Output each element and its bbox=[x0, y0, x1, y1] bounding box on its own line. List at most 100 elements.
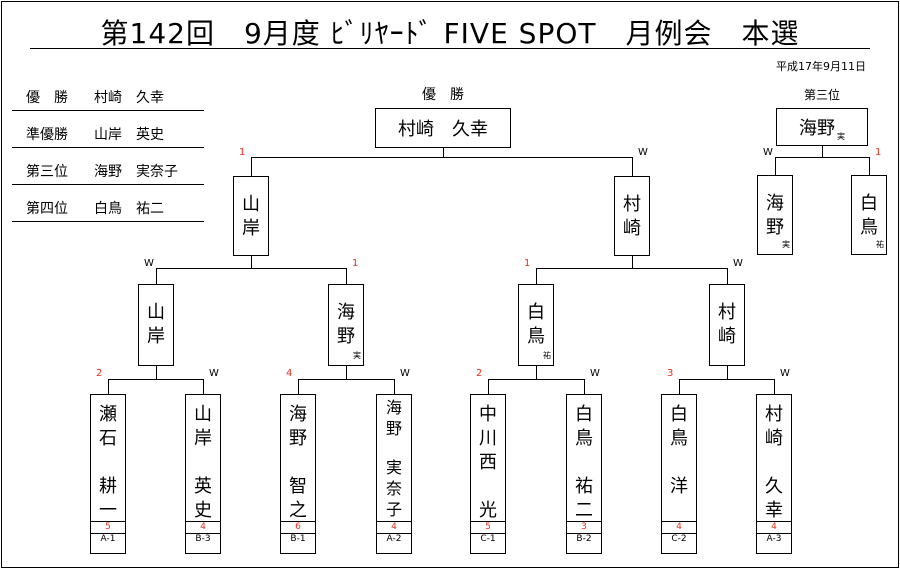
semi-2-sub: 実 bbox=[353, 351, 361, 360]
semi-3-name: 白 鳥 bbox=[527, 302, 545, 347]
bracket-line bbox=[488, 379, 489, 395]
player-8-score: 4 bbox=[757, 521, 791, 533]
player-3-score: 6 bbox=[281, 521, 315, 533]
semi-2-mark: 1 bbox=[352, 258, 359, 269]
bracket-line bbox=[727, 366, 728, 379]
result-rank: 第三位 bbox=[26, 164, 68, 180]
result-rank: 第四位 bbox=[26, 201, 68, 217]
result-name: 白鳥 祐二 bbox=[94, 201, 164, 217]
player-5-box: 中 川 西 光 5 C-1 bbox=[470, 394, 506, 554]
player-7-score: 4 bbox=[662, 521, 696, 533]
third-right-sub: 祐 bbox=[876, 240, 884, 249]
bracket-line bbox=[727, 268, 728, 285]
result-name: 海野 実奈子 bbox=[94, 164, 178, 180]
player-3-seed: B-1 bbox=[281, 533, 315, 545]
result-row-2: 準優勝 山岸 英史 bbox=[12, 125, 204, 148]
player-6-seed: B-2 bbox=[567, 533, 601, 545]
semi-4-box: 村 崎 bbox=[709, 284, 745, 366]
result-row-3: 第三位 海野 実奈子 bbox=[12, 162, 204, 185]
semi-3-box: 白 鳥 祐 bbox=[518, 284, 554, 366]
bracket-line bbox=[108, 379, 204, 380]
third-place-sub: 実 bbox=[837, 132, 845, 141]
page-title: 第142回 9月度 ﾋﾞﾘﾔｰﾄﾞ FIVE SPOT 月例会 本選 bbox=[100, 17, 800, 50]
player-4-score: 4 bbox=[377, 521, 411, 533]
player-5-name: 中 川 西 光 bbox=[479, 404, 497, 521]
result-row-1: 優 勝 村崎 久幸 bbox=[12, 88, 204, 111]
semi-3-mark: 1 bbox=[524, 258, 531, 269]
result-rank: 準優勝 bbox=[26, 127, 68, 143]
title-underline bbox=[30, 48, 870, 49]
finalist-right-box: 村 崎 bbox=[614, 176, 650, 256]
semi-1-mark: W bbox=[144, 258, 154, 269]
bracket-line bbox=[822, 146, 823, 157]
player-8-box: 村 崎 久 幸 4 A-3 bbox=[756, 394, 792, 554]
player-4-name: 海 野 実 奈 子 bbox=[385, 398, 402, 519]
player-1-seed: A-1 bbox=[91, 533, 125, 545]
player-3-box: 海 野 智 之 6 B-1 bbox=[280, 394, 316, 554]
player-3-mark: 4 bbox=[286, 368, 293, 379]
bracket-line bbox=[156, 268, 157, 285]
bracket-line bbox=[536, 366, 537, 379]
player-1-mark: 2 bbox=[96, 368, 103, 379]
player-4-mark: W bbox=[400, 368, 410, 379]
player-1-name: 瀬 石 耕 一 bbox=[99, 404, 117, 521]
third-right-mark: 1 bbox=[875, 147, 882, 158]
semi-2-box: 海 野 実 bbox=[328, 284, 364, 366]
bracket-line bbox=[156, 366, 157, 379]
finalist-left-box: 山 岸 bbox=[233, 176, 269, 256]
bracket-line bbox=[346, 366, 347, 379]
player-2-seed: B-3 bbox=[186, 533, 220, 545]
player-5-mark: 2 bbox=[476, 368, 483, 379]
finalist-left-name: 山 岸 bbox=[242, 194, 260, 239]
player-2-mark: W bbox=[209, 368, 219, 379]
bracket-line bbox=[298, 379, 299, 395]
player-1-box: 瀬 石 耕 一 5 A-1 bbox=[90, 394, 126, 554]
third-left-box: 海 野 実 bbox=[757, 175, 793, 255]
result-name: 村崎 久幸 bbox=[94, 90, 164, 106]
bracket-line bbox=[679, 379, 775, 380]
third-right-box: 白 鳥 祐 bbox=[851, 175, 887, 255]
player-8-name: 村 崎 久 幸 bbox=[765, 404, 783, 521]
event-date: 平成17年9月11日 bbox=[776, 60, 866, 73]
bracket-line bbox=[488, 379, 585, 380]
third-left-mark: W bbox=[763, 147, 773, 158]
player-6-name: 白 鳥 祐 二 bbox=[575, 404, 593, 521]
semi-1-name: 山 岸 bbox=[147, 302, 165, 347]
champion-box: 村崎 久幸 bbox=[375, 108, 511, 148]
result-row-4: 第四位 白鳥 祐二 bbox=[12, 199, 204, 222]
champion-name: 村崎 久幸 bbox=[398, 119, 488, 140]
player-1-score: 5 bbox=[91, 521, 125, 533]
champion-header: 優 勝 bbox=[422, 87, 464, 103]
finalist-right-name: 村 崎 bbox=[623, 194, 641, 239]
player-4-seed: A-2 bbox=[377, 533, 411, 545]
player-2-name: 山 岸 英 史 bbox=[194, 404, 212, 521]
player-4-box: 海 野 実 奈 子 4 A-2 bbox=[376, 394, 412, 554]
bracket-line bbox=[536, 268, 728, 269]
bracket-line bbox=[679, 379, 680, 395]
bracket-line bbox=[443, 148, 444, 157]
third-right-name: 白 鳥 bbox=[860, 193, 878, 238]
bracket-line bbox=[775, 157, 776, 176]
player-3-name: 海 野 智 之 bbox=[289, 404, 307, 521]
player-6-mark: W bbox=[590, 368, 600, 379]
bracket-line bbox=[869, 157, 870, 176]
result-name: 山岸 英史 bbox=[94, 127, 164, 143]
bracket-line bbox=[251, 157, 633, 158]
player-7-mark: 3 bbox=[667, 368, 674, 379]
player-7-seed: C-2 bbox=[662, 533, 696, 545]
bracket-line bbox=[632, 157, 633, 177]
third-place-name: 海野 bbox=[799, 118, 835, 139]
bracket-line bbox=[394, 379, 395, 395]
player-8-mark: W bbox=[780, 368, 790, 379]
result-rank: 優 勝 bbox=[26, 90, 68, 106]
semi-3-sub: 祐 bbox=[543, 351, 551, 360]
bracket-line bbox=[251, 157, 252, 177]
third-place-box: 海野 実 bbox=[776, 108, 868, 146]
third-left-sub: 実 bbox=[782, 240, 790, 249]
bracket-line bbox=[774, 379, 775, 395]
third-left-name: 海 野 bbox=[766, 193, 784, 238]
third-place-header: 第三位 bbox=[803, 88, 841, 102]
bracket-line bbox=[584, 379, 585, 395]
player-5-score: 5 bbox=[471, 521, 505, 533]
